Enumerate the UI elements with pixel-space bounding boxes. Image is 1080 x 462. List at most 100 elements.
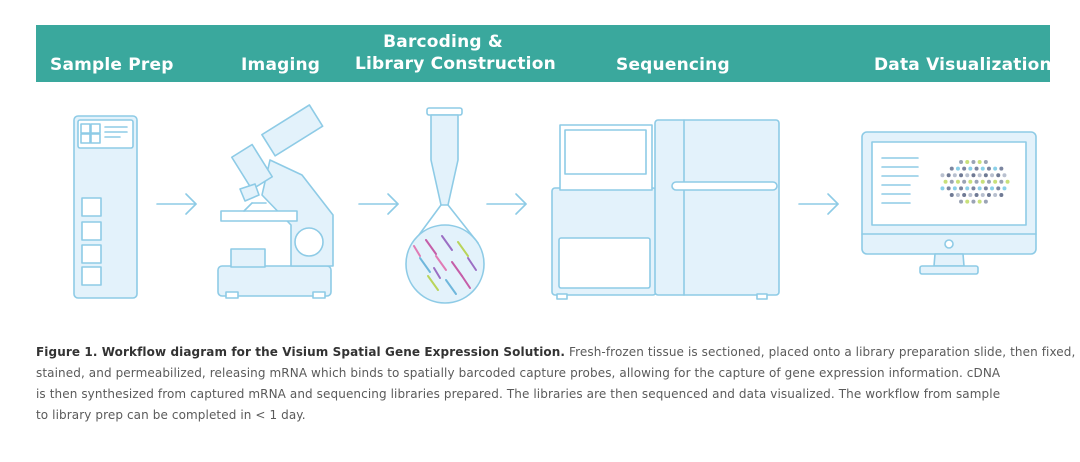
expression-spot — [983, 199, 988, 204]
caption-line-1-text: Fresh-frozen tissue is sectioned, placed… — [565, 345, 1076, 359]
expression-spot — [986, 166, 991, 171]
expression-spot — [959, 173, 964, 178]
expression-spot — [1005, 179, 1010, 184]
caption-title: Figure 1. Workflow diagram for the Visiu… — [36, 345, 566, 359]
expression-spot — [974, 166, 979, 171]
probe-mark — [425, 239, 437, 255]
expression-spot — [962, 193, 967, 197]
expression-spot — [980, 179, 985, 184]
expression-spot — [990, 186, 995, 191]
expression-spot — [971, 186, 976, 191]
expression-spot — [983, 160, 988, 164]
expression-spot — [949, 166, 954, 171]
expression-spot — [977, 173, 982, 178]
expression-spot — [968, 193, 973, 197]
caption-line-4: to library prep can be completed in < 1 … — [36, 408, 306, 422]
expression-spot — [959, 186, 964, 191]
expression-spot — [999, 166, 1004, 171]
expression-spot — [990, 173, 995, 178]
step-label-barcoding-line1: Barcoding & — [383, 32, 503, 52]
workflow-illustrations — [73, 104, 1037, 304]
expression-spot — [955, 166, 960, 171]
expression-spot — [955, 193, 960, 197]
expression-spot — [1002, 173, 1007, 178]
arrow-icon-1 — [156, 193, 197, 215]
expression-spot — [959, 160, 964, 164]
expression-spot — [993, 166, 998, 171]
probe-mark — [441, 235, 453, 251]
step-label-barcoding: Barcoding & Library Construction — [355, 31, 556, 75]
expression-spot — [965, 160, 970, 164]
expression-spot — [980, 193, 985, 197]
expression-spot — [980, 166, 985, 171]
arrow-icon-2 — [358, 193, 399, 215]
expression-spot — [971, 160, 976, 164]
expression-spot — [959, 199, 964, 204]
arrow-icon-4 — [798, 193, 839, 215]
expression-spot — [962, 179, 967, 184]
probe-mark — [433, 267, 441, 279]
expression-spot — [986, 179, 991, 184]
expression-spot — [965, 199, 970, 204]
probe-mark — [435, 255, 447, 271]
probe-mark — [419, 257, 431, 273]
figure-caption: Figure 1. Workflow diagram for the Visiu… — [36, 342, 1075, 426]
probe-mark — [413, 245, 421, 257]
capture-probes — [413, 235, 477, 295]
expression-spot — [1002, 186, 1007, 191]
expression-spot — [974, 193, 979, 197]
expression-spot — [999, 179, 1004, 184]
expression-spot — [996, 186, 1001, 191]
microscope-icon — [217, 104, 334, 299]
expression-spots — [940, 160, 1010, 204]
probe-mark — [461, 275, 471, 289]
expression-spot — [952, 173, 957, 178]
expression-spot — [977, 160, 982, 164]
step-label-sample-prep: Sample Prep — [50, 55, 174, 75]
expression-spot — [996, 173, 1001, 178]
step-label-sequencing: Sequencing — [616, 55, 730, 75]
expression-spot — [946, 186, 951, 191]
expression-spot — [965, 173, 970, 178]
probe-mark — [467, 257, 477, 271]
probe-mark — [457, 241, 469, 257]
workflow-banner — [36, 25, 1050, 82]
expression-spot — [974, 179, 979, 184]
probe-mark — [451, 261, 463, 277]
caption-line-3: is then synthesized from captured mRNA a… — [36, 387, 1001, 401]
expression-spot — [949, 193, 954, 197]
expression-spot — [977, 199, 982, 204]
sequencer-icon — [551, 119, 780, 300]
expression-spot — [968, 179, 973, 184]
tube-icon — [405, 107, 485, 304]
step-label-barcoding-line2: Library Construction — [355, 54, 556, 74]
expression-spot — [993, 193, 998, 197]
expression-spot — [949, 179, 954, 184]
arrow-icon-3 — [486, 193, 527, 215]
probe-mark — [427, 275, 439, 291]
expression-spot — [943, 179, 948, 184]
expression-spot — [940, 173, 945, 178]
expression-spot — [999, 193, 1004, 197]
expression-spot — [946, 173, 951, 178]
probe-mark — [445, 279, 457, 295]
expression-spot — [983, 186, 988, 191]
expression-spot — [952, 186, 957, 191]
caption-line-1: Figure 1. Workflow diagram for the Visiu… — [36, 342, 1075, 363]
expression-spot — [971, 199, 976, 204]
expression-spot — [971, 173, 976, 178]
expression-spot — [968, 166, 973, 171]
expression-spot — [962, 166, 967, 171]
expression-spot — [977, 186, 982, 191]
step-label-data-visualization: Data Visualization — [874, 55, 1052, 75]
expression-spot — [955, 179, 960, 184]
slide-icon — [73, 115, 138, 299]
monitor-icon — [861, 131, 1037, 275]
expression-spot — [986, 193, 991, 197]
expression-spot — [940, 186, 945, 191]
step-label-imaging: Imaging — [241, 55, 321, 75]
expression-spot — [965, 186, 970, 191]
expression-spot — [983, 173, 988, 178]
caption-line-2: stained, and permeabilized, releasing mR… — [36, 366, 1001, 380]
expression-spot — [993, 179, 998, 184]
